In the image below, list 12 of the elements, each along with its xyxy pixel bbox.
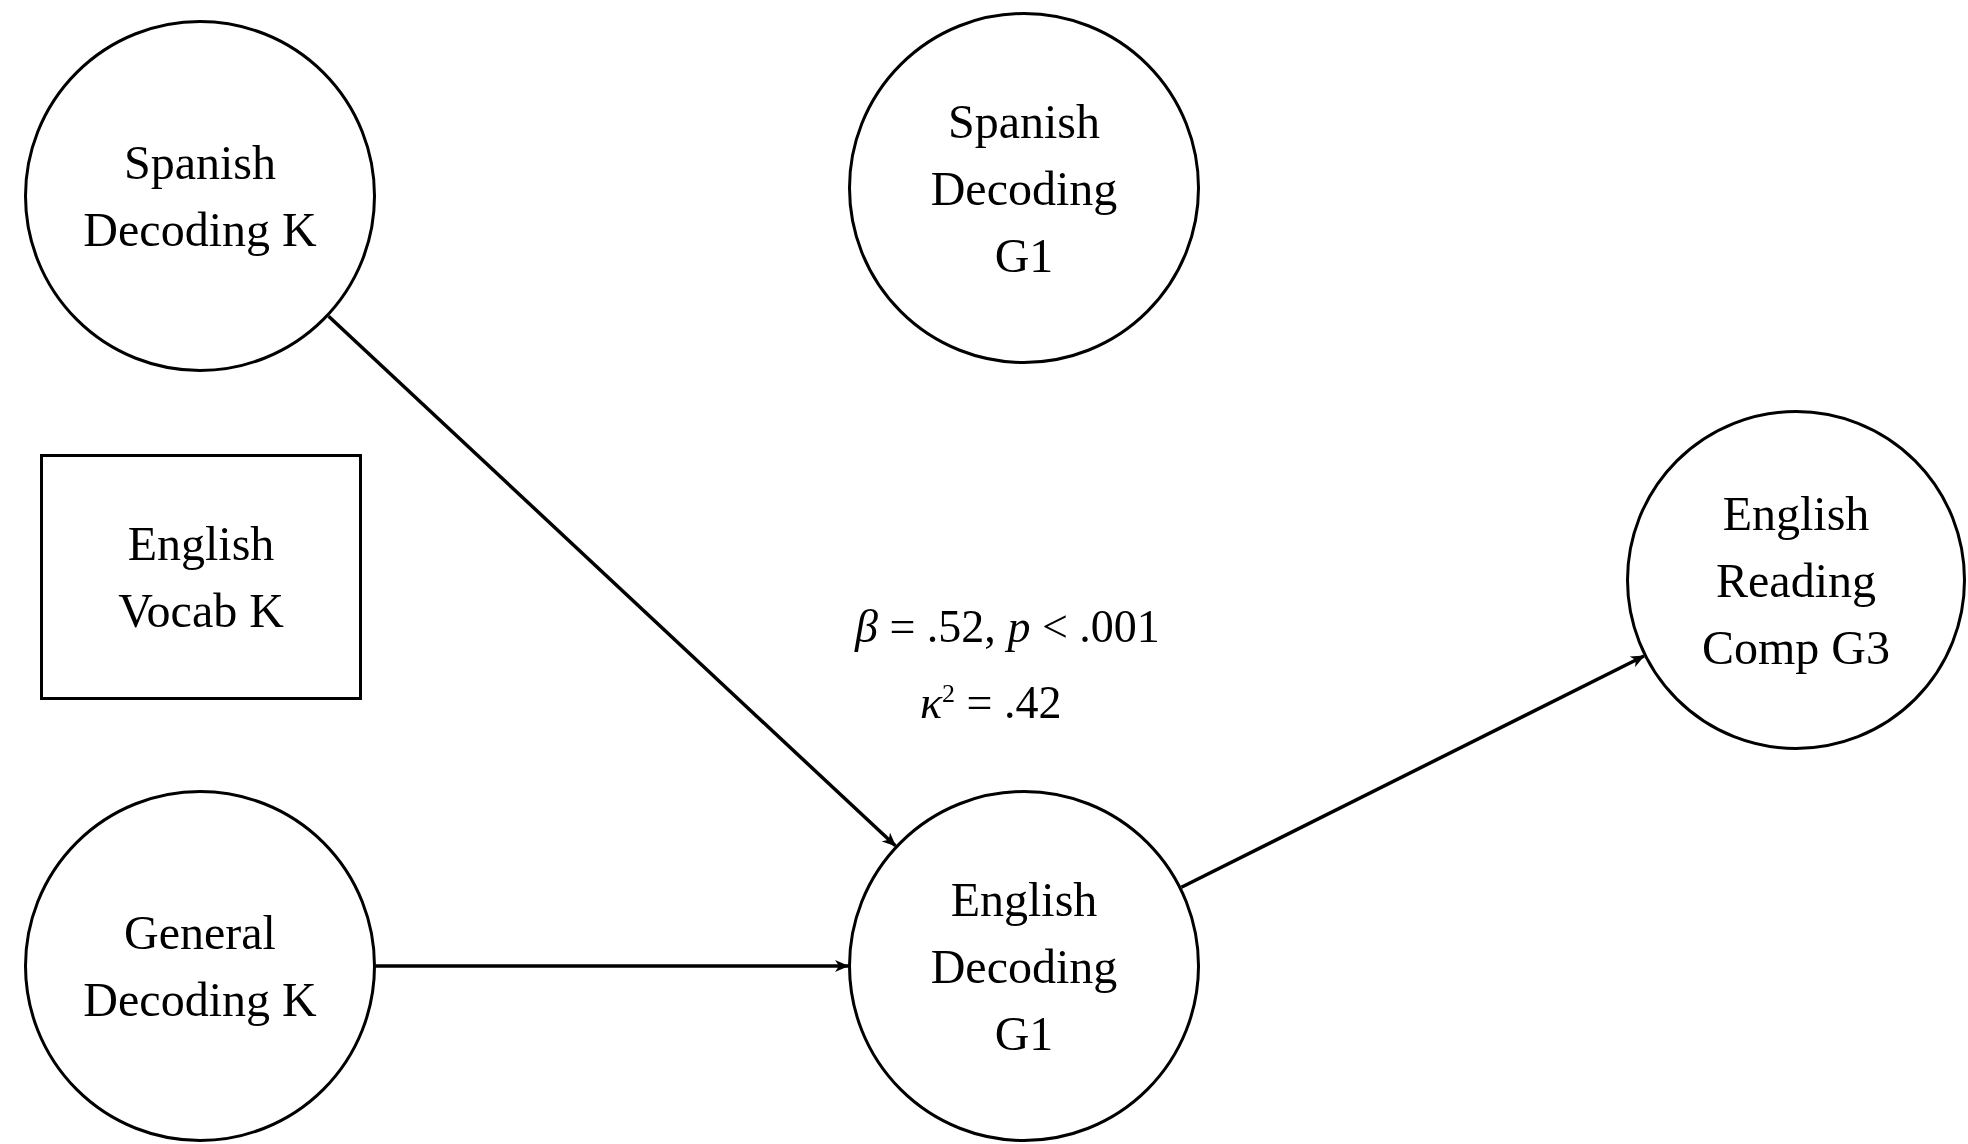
node-label: General Decoding K [82,905,318,1028]
statistic-label: β = .52, p < .001 [855,600,1160,653]
statistic-label: κ$^{2}$ = .42 [920,676,1062,729]
node-label: English Vocab K [117,516,285,639]
node-label: English Reading Comp G3 [1701,485,1891,676]
node-label: Spanish Decoding G1 [929,93,1119,284]
observed-variable-box [40,454,362,700]
node-label: Spanish Decoding K [82,135,318,258]
node-label: English Decoding G1 [929,871,1119,1062]
arrow [1180,654,1645,889]
arrow [327,314,897,848]
arrow [376,960,849,972]
